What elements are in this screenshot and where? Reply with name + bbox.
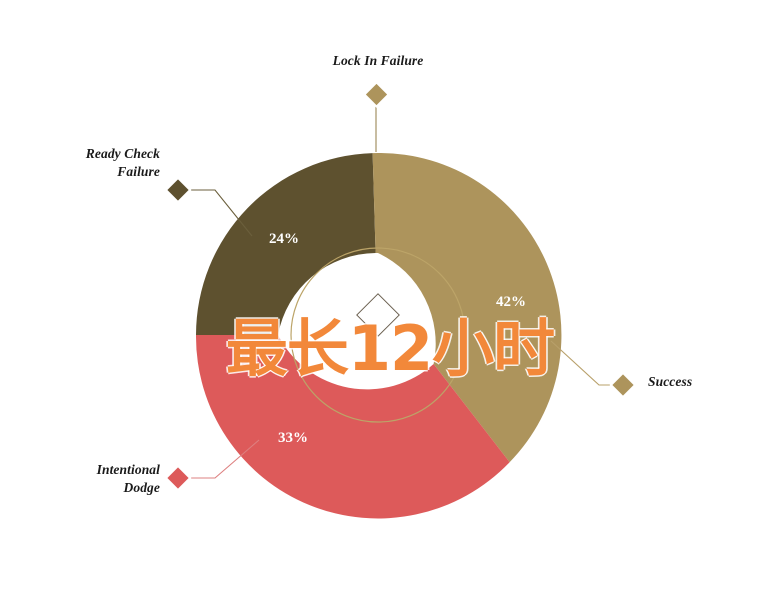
value-label-intentional-dodge: 33% bbox=[278, 430, 308, 446]
slice-ready-check-failure[interactable] bbox=[196, 153, 376, 335]
slice-lock-in-failure[interactable] bbox=[372, 153, 378, 254]
marker-diamond-lock-in-failure[interactable] bbox=[363, 81, 390, 108]
overlay-watermark-text: 最长12小时 bbox=[0, 318, 780, 380]
center-diamond-icon bbox=[356, 293, 400, 337]
category-label-success: Success bbox=[648, 374, 693, 389]
donut-slices bbox=[195, 152, 562, 519]
category-label-ready-check-failure: Ready Check Failure bbox=[85, 146, 160, 179]
value-label-ready-check-failure: 24% bbox=[269, 231, 299, 247]
category-label-intentional-dodge: Intentional Dodge bbox=[96, 462, 160, 495]
marker-diamond-intentional-dodge[interactable] bbox=[164, 464, 192, 492]
category-label-lock-in-failure: Lock In Failure bbox=[332, 53, 424, 68]
value-label-success: 42% bbox=[496, 294, 526, 310]
overlay-watermark-label: 最长12小时 bbox=[225, 312, 555, 385]
leader-markers bbox=[164, 81, 637, 492]
marker-diamond-success[interactable] bbox=[609, 371, 637, 399]
leader-line-ready-check-failure bbox=[190, 189, 253, 237]
marker-diamond-ready-check-failure[interactable] bbox=[164, 176, 192, 204]
slice-intentional-dodge[interactable] bbox=[195, 335, 510, 519]
slice-success[interactable] bbox=[378, 152, 562, 463]
inner-decorative-ring bbox=[290, 247, 466, 423]
slice-value-labels: 42% 33% 24% bbox=[269, 231, 526, 446]
leader-line-intentional-dodge bbox=[190, 439, 260, 479]
